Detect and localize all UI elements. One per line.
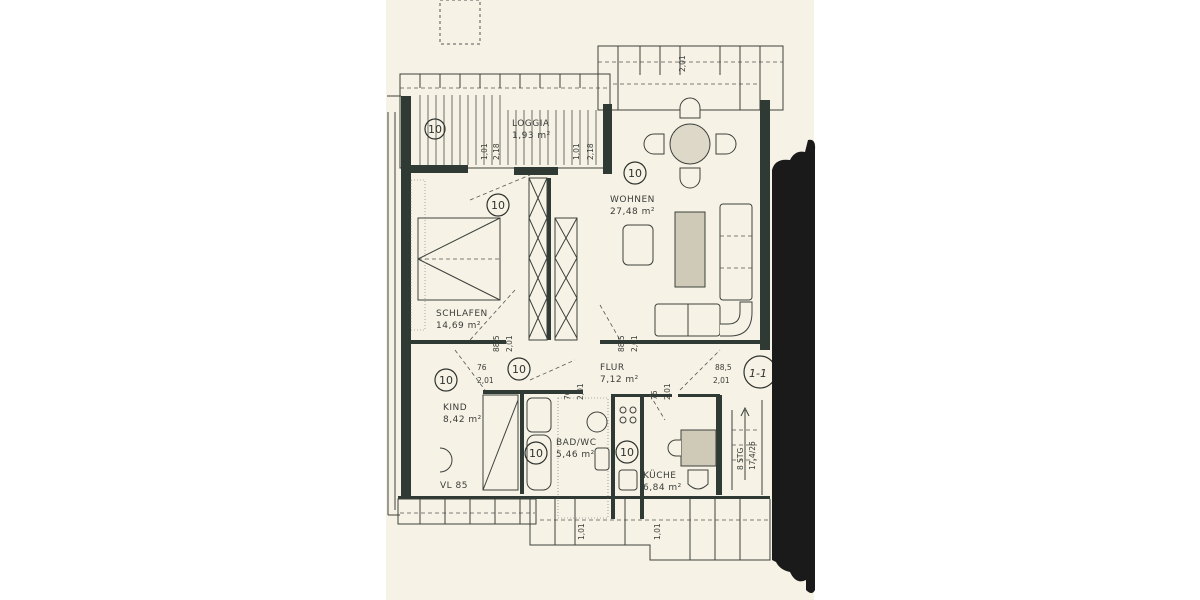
wohnen-name: WOHNEN bbox=[610, 195, 655, 205]
badwc-marker: 10 bbox=[529, 447, 543, 460]
section-marker: 1-1 bbox=[749, 367, 767, 380]
dim-kueche-door-w: 76 bbox=[650, 390, 659, 400]
kind-name: KIND bbox=[443, 403, 467, 413]
dim-kind-door-h: 2,01 bbox=[477, 376, 494, 385]
dim-bottom-a: 1,01 bbox=[577, 523, 586, 540]
bathroom-fixtures bbox=[526, 397, 610, 519]
kueche-name: KÜCHE bbox=[643, 470, 677, 481]
walls bbox=[398, 96, 770, 519]
left-exterior bbox=[387, 95, 401, 516]
dim-kind-door-w: 76 bbox=[477, 363, 487, 372]
loggia-floor-hatch bbox=[419, 95, 597, 165]
door-swings bbox=[454, 174, 721, 421]
wardrobes bbox=[528, 177, 578, 341]
dim-top-window: 2,01 bbox=[678, 55, 687, 72]
scan-shadow-right bbox=[772, 139, 816, 593]
schlafen-area: 14,69 m² bbox=[436, 321, 481, 331]
bed bbox=[410, 179, 501, 331]
schlafen-marker: 10 bbox=[491, 199, 505, 212]
flur-name: FLUR bbox=[600, 363, 625, 373]
flur-marker: 10 bbox=[512, 363, 526, 376]
bottom-structure bbox=[397, 498, 771, 561]
dim-entry-door-w: 88,5 bbox=[715, 363, 732, 372]
flur-area: 7,12 m² bbox=[600, 375, 639, 385]
kueche-marker: 10 bbox=[620, 446, 634, 459]
dining-table-set bbox=[643, 97, 737, 189]
living-furniture bbox=[622, 203, 753, 337]
vl-label: VL 85 bbox=[440, 481, 468, 491]
dim-wohnen-door-h: 2,01 bbox=[630, 335, 639, 352]
dim-loggia-left-a: 1,01 bbox=[480, 143, 489, 160]
staircase bbox=[731, 400, 763, 495]
kind-furniture bbox=[439, 0, 519, 491]
dim-loggia-right-b: 2,18 bbox=[586, 143, 595, 160]
dim-entry-door-h: 2,01 bbox=[713, 376, 730, 385]
schlafen-name: SCHLAFEN bbox=[436, 309, 488, 319]
stair-dimension: 17,4/26 bbox=[748, 441, 757, 470]
room-markers: 10 10 10 10 10 10 10 1-1 bbox=[424, 118, 777, 465]
loggia-area: 1,93 m² bbox=[512, 131, 551, 141]
kitchen-fixtures bbox=[618, 406, 717, 491]
wohnen-area: 27,48 m² bbox=[610, 207, 655, 217]
room-labels: LOGGIA 1,93 m² WOHNEN 27,48 m² SCHLAFEN … bbox=[436, 119, 682, 493]
dim-schlafen-door-w: 88,5 bbox=[492, 335, 501, 352]
dim-bottom-b: 1,01 bbox=[653, 523, 662, 540]
badwc-area: 5,46 m² bbox=[556, 450, 595, 460]
kind-marker: 10 bbox=[439, 374, 453, 387]
stair-label: 8 STG bbox=[736, 448, 745, 470]
badwc-name: BAD/WC bbox=[556, 438, 596, 448]
dim-wohnen-door-w: 88,5 bbox=[617, 335, 626, 352]
dim-kueche-door-h: 2,01 bbox=[663, 383, 672, 400]
loggia-marker: 10 bbox=[428, 123, 442, 136]
loggia-name: LOGGIA bbox=[512, 119, 550, 129]
dim-bad-door-w: 76 bbox=[563, 390, 572, 400]
wohnen-marker: 10 bbox=[628, 167, 642, 180]
kueche-area: 6,84 m² bbox=[643, 483, 682, 493]
dim-bad-door-h: 2,01 bbox=[576, 383, 585, 400]
dimension-labels: 1,01 2,18 1,01 2,18 2,01 88,5 2,01 88,5 … bbox=[477, 55, 757, 540]
kind-area: 8,42 m² bbox=[443, 415, 482, 425]
dim-loggia-right-a: 1,01 bbox=[572, 143, 581, 160]
dim-schlafen-door-h: 2,01 bbox=[505, 335, 514, 352]
dim-loggia-left-b: 2,18 bbox=[492, 143, 501, 160]
